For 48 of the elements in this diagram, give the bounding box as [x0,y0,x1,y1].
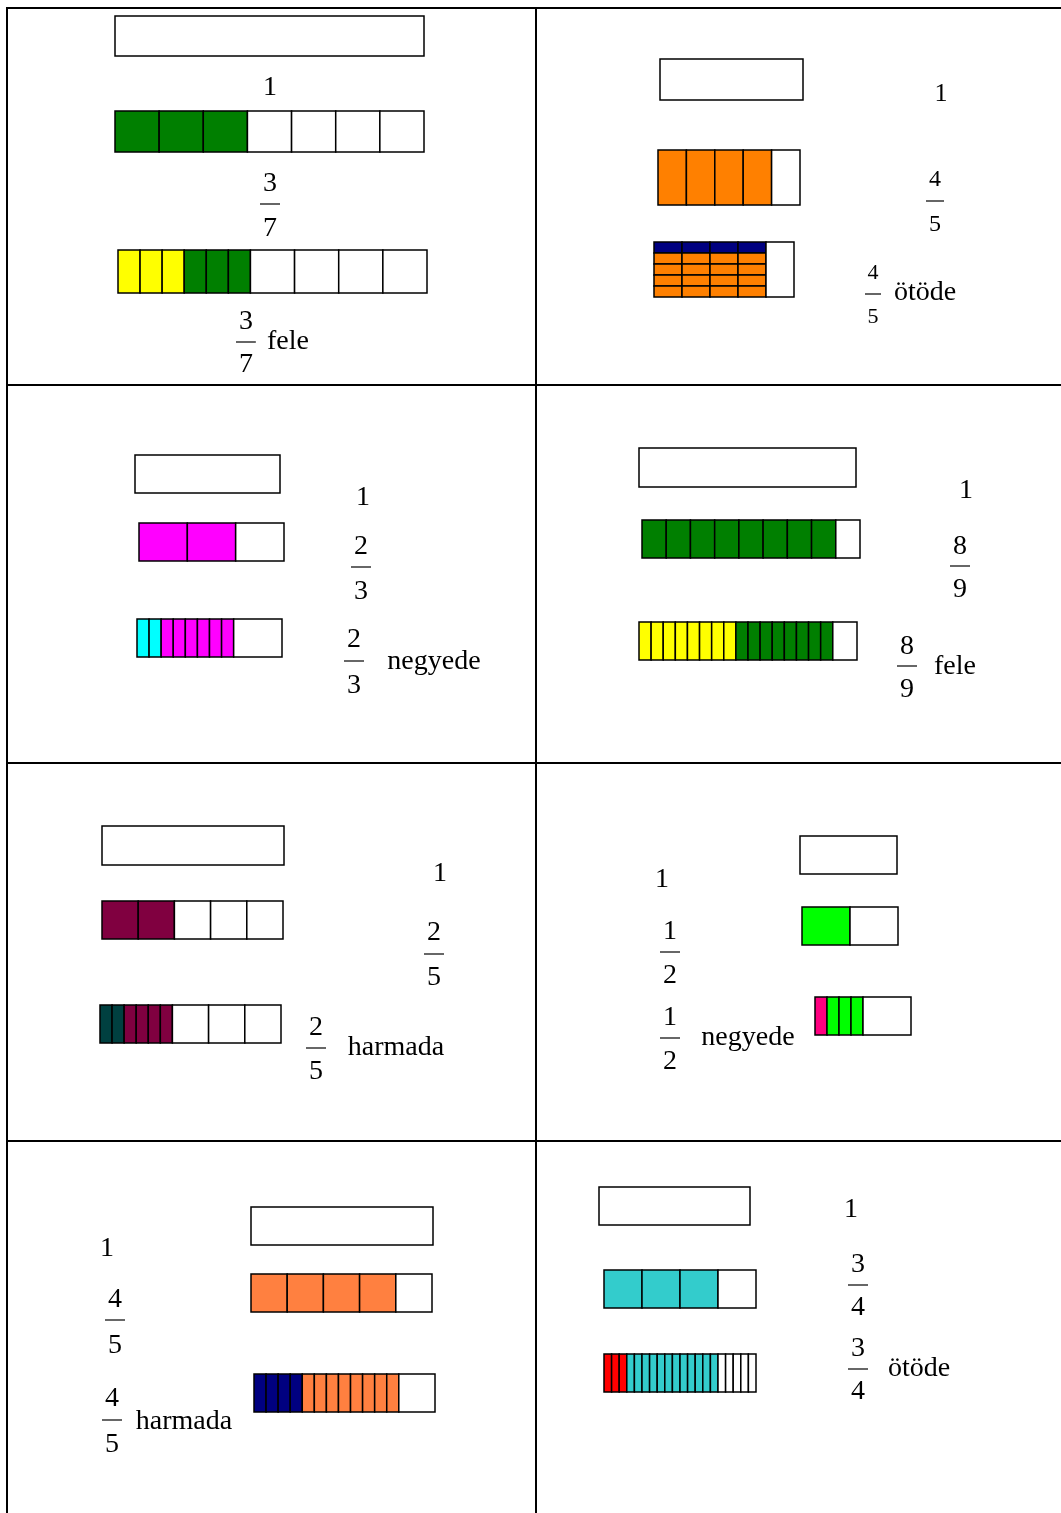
word-label: negyede [387,646,481,674]
number-label: 8 [900,631,914,659]
number-label: 2 [309,1012,323,1040]
number-label: 2 [354,531,368,559]
number-label: 2 [347,624,361,652]
number-label: 3 [239,306,253,334]
word-label: fele [267,326,309,354]
number-label: 4 [867,261,879,283]
number-label: 9 [900,674,914,702]
word-label: negyede [701,1022,795,1050]
number-label: 3 [354,576,368,604]
number-label: 2 [663,1046,677,1074]
number-label: 3 [851,1249,865,1277]
number-label: 2 [663,960,677,988]
number-label: 1 [844,1194,858,1222]
number-label: 4 [929,166,941,190]
word-label: ötöde [887,1353,951,1381]
number-label: 5 [105,1429,119,1457]
number-label: 3 [347,670,361,698]
number-label: 1 [663,916,677,944]
word-label: fele [934,651,976,679]
number-label: 3 [851,1333,865,1361]
number-label: 1 [655,864,669,892]
number-label: 2 [427,917,441,945]
number-label: 5 [427,962,441,990]
word-label: ötöde [893,277,957,305]
number-label: 4 [108,1284,122,1312]
number-label: 1 [934,80,948,106]
number-label: 9 [953,574,967,602]
number-label: 4 [105,1383,119,1411]
number-label: 4 [851,1292,865,1320]
number-label: 7 [239,349,253,377]
number-label: 8 [953,531,967,559]
number-label: 3 [263,168,277,196]
number-label: 5 [108,1330,122,1358]
number-label: 1 [433,858,447,886]
number-label: 5 [309,1056,323,1084]
number-label: 1 [663,1002,677,1030]
number-label: 7 [263,213,277,241]
number-label: 1 [356,482,370,510]
number-label: 1 [100,1233,114,1261]
word-label: harmada [347,1032,445,1060]
number-label: 5 [929,211,941,235]
word-label: harmada [135,1406,233,1434]
number-label: 1 [263,72,277,100]
number-label: 5 [867,305,879,327]
number-label: 1 [959,475,973,503]
number-label: 4 [851,1376,865,1404]
